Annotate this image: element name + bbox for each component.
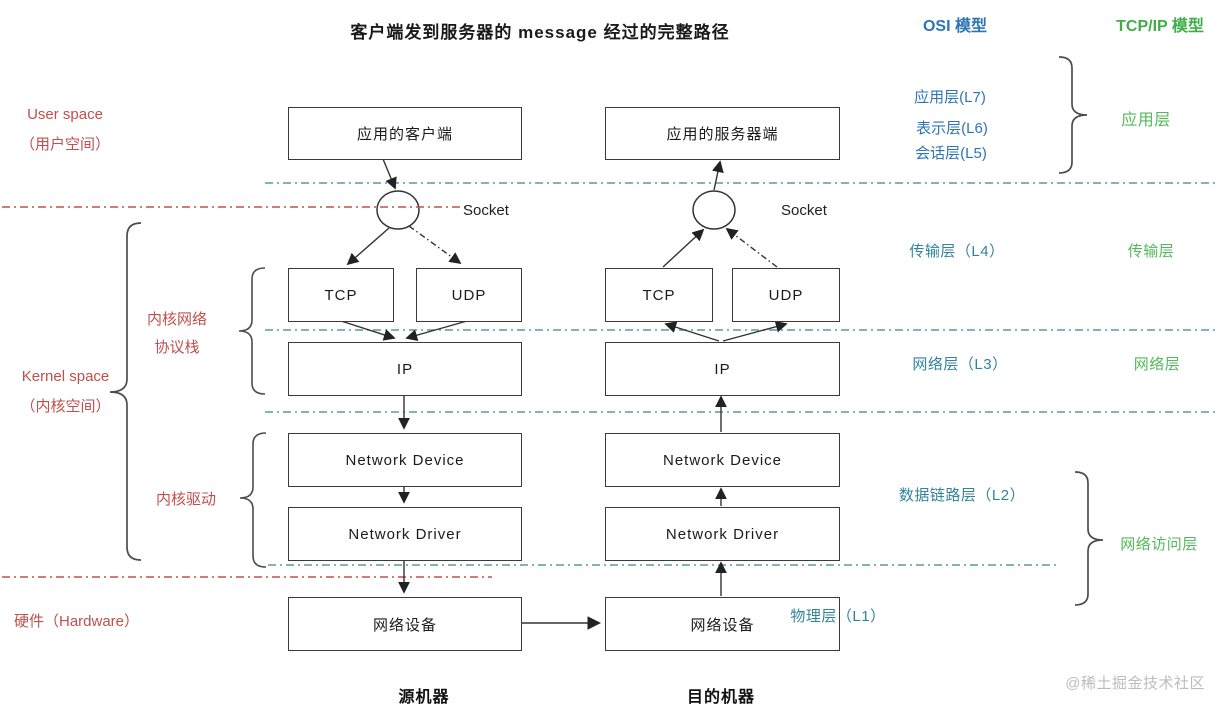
box-dest-app: 应用的服务器端 [605,107,840,160]
box-dest-udp: UDP [732,268,840,322]
diagram-title: 客户端发到服务器的 message 经过的完整路径 [350,23,730,42]
tcpip-model-header: TCP/IP 模型 [1116,18,1204,35]
box-source-tcp: TCP [288,268,394,322]
tcpip-layer-application: 应用层 [1121,112,1171,129]
user-space-label-cn: （用户空间） [19,136,110,153]
kernel-space-label-cn: （内核空间） [20,398,111,415]
osi-layer-l6: 表示层(L6) [916,120,988,137]
box-dest-tcp: TCP [605,268,713,322]
osi-model-header: OSI 模型 [922,18,987,35]
osi-layer-l7: 应用层(L7) [914,89,986,106]
arrow-tcp-to-ip [340,320,396,341]
arrow-socket-to-server [712,160,724,191]
box-dest-network-device: Network Device [605,433,840,487]
box-source-network-driver: Network Driver [288,507,522,561]
tcpip-layer-network: 网络层 [1133,356,1181,373]
box-source-ip: IP [288,342,522,396]
box-dest-hw-device: 网络设备 [605,597,840,651]
box-source-network-device: Network Device [288,433,522,487]
socket-circle-source [376,190,420,230]
tcpip-layer-network-access: 网络访问层 [1120,536,1198,553]
user-space-label-en: User space [27,106,103,123]
box-source-udp: UDP [416,268,522,322]
kernel-driver-label: 内核驱动 [155,491,216,508]
arrow-ip-to-tcp [664,321,720,342]
socket-circle-dest [692,190,736,230]
arrow-ip-to-udp [722,320,788,342]
kernel-network-stack-label-line2: 协议栈 [154,339,200,356]
arrow-socket-to-udp-dashed [408,225,462,265]
watermark: @稀土掘金技术社区 [1065,675,1205,692]
tcpip-layer-transport: 传输层 [1127,243,1175,260]
arrow-socket-to-tcp [346,227,390,266]
box-source-app: 应用的客户端 [288,107,522,160]
box-source-hw-device: 网络设备 [288,597,522,651]
brace-kernel-network-stack [238,267,266,395]
arrow-tcp-to-socket [662,228,705,268]
osi-layer-l2: 数据链路层（L2） [898,487,1026,504]
osi-layer-l1: 物理层（L1） [790,608,886,625]
kernel-network-stack-label-line1: 内核网络 [146,311,207,328]
brace-application-layer [1058,56,1088,174]
brace-network-access-layer [1074,471,1104,606]
source-machine-caption: 源机器 [398,689,450,706]
brace-kernel-driver [239,432,267,568]
arrow-udp-to-ip [405,320,468,341]
brace-kernel-space [109,222,142,561]
osi-layer-l5: 会话层(L5) [915,145,987,162]
dest-machine-caption: 目的机器 [686,689,755,706]
socket-label-dest: Socket [781,202,827,219]
osi-layer-l4: 传输层（L4） [909,243,1005,260]
arrow-client-to-socket [382,158,397,190]
hardware-label: 硬件（Hardware） [14,613,140,630]
arrow-udp-to-socket-dashed [725,227,778,268]
box-dest-network-driver: Network Driver [605,507,840,561]
box-dest-ip: IP [605,342,840,396]
kernel-space-label-en: Kernel space [21,368,110,385]
socket-label-source: Socket [463,202,509,219]
osi-layer-l3: 网络层（L3） [912,356,1008,373]
